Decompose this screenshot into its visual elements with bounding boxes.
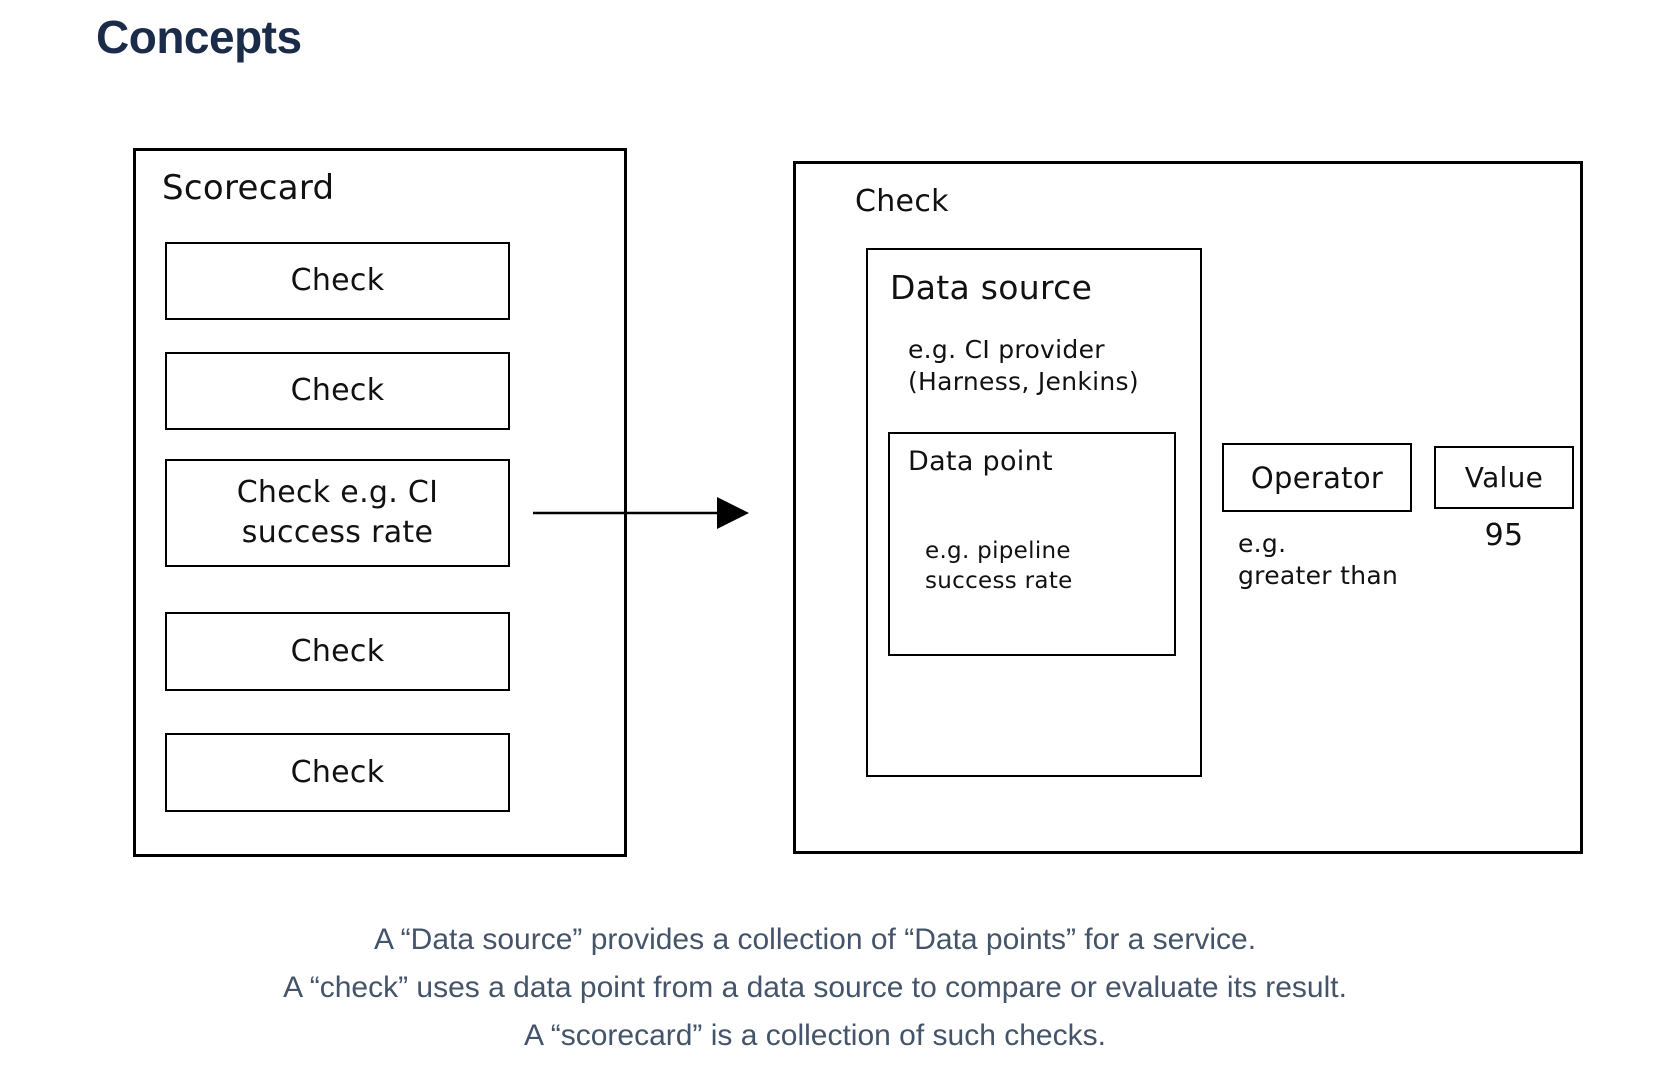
operator-box: Operator [1222, 443, 1412, 512]
page-title: Concepts [96, 11, 302, 63]
data-source-example: e.g. CI provider (Harness, Jenkins) [908, 334, 1139, 398]
caption-line: A “scorecard” is a collection of such ch… [524, 1019, 1106, 1052]
value-box: Value [1434, 446, 1574, 509]
caption: A “Data source” provides a collection of… [0, 916, 1630, 1060]
operator-example-line: greater than [1238, 561, 1399, 590]
scorecard-check-item: Check [165, 733, 510, 812]
arrow-right-icon [533, 497, 749, 529]
check-detail-label: Check [855, 184, 949, 219]
data-point-example-line: e.g. pipeline [925, 538, 1071, 564]
data-source-label: Data source [890, 268, 1093, 307]
caption-line: A “check” uses a data point from a data … [283, 971, 1347, 1004]
data-point-example-line: success rate [925, 568, 1073, 594]
scorecard-check-item: Check [165, 352, 510, 430]
operator-example: e.g. greater than [1238, 528, 1398, 592]
data-point-example: e.g. pipeline success rate [925, 536, 1073, 596]
data-point-label: Data point [908, 446, 1053, 477]
data-point-box [888, 432, 1176, 656]
scorecard-check-item: Check [165, 612, 510, 691]
operator-example-line: e.g. [1238, 529, 1287, 558]
data-source-example-line: e.g. CI provider [908, 335, 1105, 364]
scorecard-check-item-ci-success-rate: Check e.g. CI success rate [165, 459, 510, 567]
scorecard-check-item: Check [165, 242, 510, 320]
caption-line: A “Data source” provides a collection of… [373, 923, 1257, 956]
value-example: 95 [1484, 518, 1524, 553]
data-source-example-line: (Harness, Jenkins) [908, 367, 1139, 396]
scorecard-label: Scorecard [162, 168, 335, 208]
